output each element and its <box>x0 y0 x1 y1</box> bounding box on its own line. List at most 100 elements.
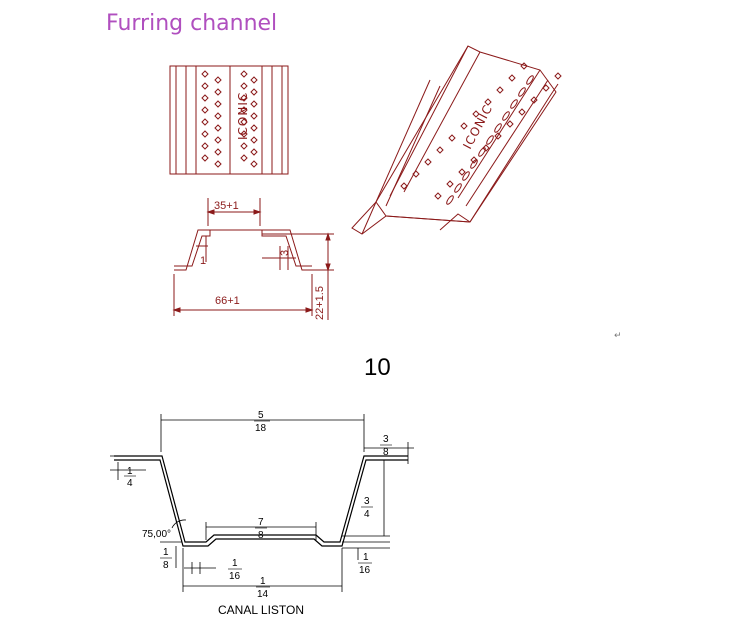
perforation-mark <box>448 134 456 142</box>
svg-text:1: 1 <box>260 576 266 587</box>
perforation-mark <box>518 108 526 116</box>
perforation-mark <box>446 180 454 188</box>
perforation-mark <box>460 122 468 130</box>
perforation-mark <box>240 70 248 78</box>
perforation-mark <box>434 192 442 200</box>
canal-dimension-lines <box>110 414 414 592</box>
svg-text:5: 5 <box>258 410 264 421</box>
slot-mark <box>526 75 534 85</box>
slot-mark <box>462 171 470 181</box>
svg-text:1: 1 <box>127 466 133 477</box>
dim-bottom-left-height: 1 8 <box>160 547 172 571</box>
perforation-mark <box>240 130 248 138</box>
svg-text:8: 8 <box>383 447 389 458</box>
paragraph-mark: ↵ <box>614 331 622 341</box>
dim-bottom-right-small: 1 16 <box>358 552 372 576</box>
perforation-mark <box>494 132 502 140</box>
slot-mark <box>518 87 526 97</box>
perforation-mark <box>424 158 432 166</box>
perforation-mark <box>250 88 258 96</box>
perforation-mark <box>201 118 209 126</box>
perforation-mark <box>240 118 248 126</box>
svg-text:4: 4 <box>364 509 370 520</box>
perforation-mark <box>250 160 258 168</box>
perforation-mark <box>250 136 258 144</box>
svg-text:1: 1 <box>232 558 238 569</box>
angle-label: 75,00° <box>142 529 171 540</box>
perforation-mark <box>214 76 222 84</box>
dim-right-wall: 3 4 <box>361 496 373 520</box>
perforation-mark <box>214 88 222 96</box>
svg-text:1: 1 <box>363 552 369 563</box>
perforation-mark <box>240 106 248 114</box>
dim-bottom-middle: 7 8 <box>255 517 267 541</box>
perforation-mark <box>201 154 209 162</box>
perforation-mark <box>496 86 504 94</box>
svg-text:3: 3 <box>383 434 389 445</box>
dim-top-span: 5 18 <box>254 410 270 434</box>
dim-right-flange: 3 8 <box>380 434 392 458</box>
dim-bottom-total: 1 14 <box>256 576 270 600</box>
drawing-caption: CANAL LISTON <box>218 603 304 617</box>
perforation-mark <box>520 62 528 70</box>
channel-isometric-view <box>351 45 562 235</box>
perforation-mark <box>240 94 248 102</box>
svg-text:18: 18 <box>255 423 267 434</box>
figure-number: 10 <box>364 354 391 381</box>
dim-height: 22+1.5 <box>314 286 326 320</box>
perforation-mark <box>542 84 550 92</box>
channel-plan-view <box>169 65 289 175</box>
perforation-mark <box>250 148 258 156</box>
perforation-mark <box>470 156 478 164</box>
svg-text:14: 14 <box>257 589 269 600</box>
perforation-mark <box>201 94 209 102</box>
perforation-mark <box>436 146 444 154</box>
perforation-mark <box>214 112 222 120</box>
slot-mark <box>446 195 454 205</box>
perforation-mark <box>214 136 222 144</box>
channel-section-view <box>172 198 334 320</box>
slot-mark <box>494 123 502 133</box>
svg-text:8: 8 <box>163 560 169 571</box>
perforation-mark <box>400 182 408 190</box>
perforation-mark <box>214 100 222 108</box>
slot-mark <box>510 99 518 109</box>
svg-text:4: 4 <box>127 478 133 489</box>
slot-mark <box>454 183 462 193</box>
slot-mark <box>470 159 478 169</box>
drawing-title: Furring channel <box>106 11 277 36</box>
perforation-mark <box>530 96 538 104</box>
svg-text:16: 16 <box>229 571 241 582</box>
perforation-mark <box>482 144 490 152</box>
dim-lip-right: 3 <box>279 250 291 256</box>
slot-mark <box>502 111 510 121</box>
perforation-mark <box>458 168 466 176</box>
perforation-mark <box>201 142 209 150</box>
svg-text:8: 8 <box>258 530 264 541</box>
svg-text:3: 3 <box>364 496 370 507</box>
svg-text:7: 7 <box>258 517 264 528</box>
brand-label: ICONIC <box>236 92 250 140</box>
perforation-mark <box>508 74 516 82</box>
slot-mark <box>478 147 486 157</box>
dim-left-flange: 1 4 <box>124 466 136 489</box>
perforation-mark <box>214 160 222 168</box>
perforation-mark <box>250 100 258 108</box>
dim-lip-left: 1 <box>200 255 206 267</box>
perforation-mark <box>240 154 248 162</box>
perforation-mark <box>484 98 492 106</box>
slot-mark <box>486 135 494 145</box>
perforation-mark <box>250 112 258 120</box>
perforation-mark <box>472 110 480 118</box>
perforation-mark <box>214 124 222 132</box>
dim-bottom-width: 66+1 <box>215 295 240 307</box>
dim-bottom-left-small: 1 16 <box>228 558 242 582</box>
perforation-mark <box>201 70 209 78</box>
perforation-mark <box>506 120 514 128</box>
perforation-mark <box>201 82 209 90</box>
perforation-mark <box>201 130 209 138</box>
canal-profile <box>114 455 408 547</box>
perforation-mark <box>412 170 420 178</box>
perforation-mark <box>240 142 248 150</box>
